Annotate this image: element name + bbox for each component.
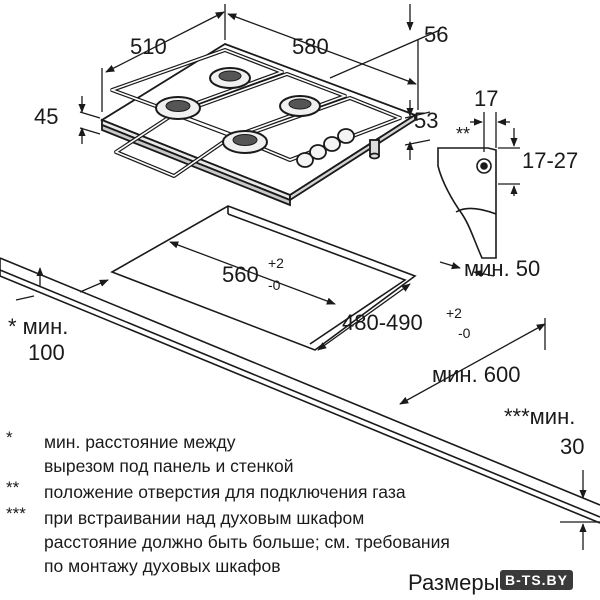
dim-width: 510 bbox=[130, 34, 167, 59]
dim-cutout-depth-tol-plus: +2 bbox=[446, 305, 462, 321]
dim-cutout-width: 560 bbox=[222, 262, 259, 287]
hob bbox=[100, 43, 418, 207]
dim-cutout-depth-tol-minus: -0 bbox=[458, 325, 471, 341]
watermark: B-TS.BY bbox=[500, 570, 573, 590]
dim-min-top-value: 30 bbox=[560, 434, 584, 459]
burner-front-left bbox=[155, 96, 201, 120]
control-knobs bbox=[296, 128, 355, 168]
dim-cutout-width-tol-minus: -0 bbox=[268, 277, 281, 293]
dim-min-side-value: 100 bbox=[28, 340, 65, 365]
side-profile-detail bbox=[437, 147, 497, 259]
dim-gas-range: 17-27 bbox=[522, 148, 578, 173]
dim-right-side: 53 bbox=[414, 108, 438, 133]
dim-min-top-label: ***мин. bbox=[504, 404, 575, 429]
knob-1-icon bbox=[296, 152, 314, 168]
dim-depth: 580 bbox=[292, 34, 329, 59]
dim-height: 45 bbox=[34, 104, 58, 129]
note-1-line-2: вырезом под панель и стенкой bbox=[44, 456, 294, 476]
knob-4-icon bbox=[337, 128, 355, 144]
dim-cutout-width-tol-plus: +2 bbox=[268, 255, 284, 271]
note-3-line-2: расстояние должно быть больше; см. требо… bbox=[44, 532, 450, 552]
note-3-line-3: по монтажу духовых шкафов bbox=[44, 556, 281, 576]
burner-back-right bbox=[279, 95, 321, 117]
note-1-line-1: мин. расстояние между bbox=[44, 432, 236, 452]
dim-gas-offset: 17 bbox=[474, 86, 498, 111]
dim-min-side-label: * мин. bbox=[8, 314, 68, 339]
note-3-line-1: при встраивании над духовым шкафом bbox=[44, 508, 365, 528]
dim-cutout-depth: 480-490 bbox=[342, 310, 423, 335]
dimension-labels: 510 580 56 45 53 17 ** 17-27 560 +2 -0 4… bbox=[8, 22, 584, 459]
dim-min-front: мин. 600 bbox=[432, 362, 521, 387]
knob-2-icon bbox=[309, 144, 327, 160]
dim-min-back: мин. 50 bbox=[464, 256, 540, 281]
worktop bbox=[0, 257, 600, 524]
gas-connector bbox=[369, 139, 380, 160]
dim-gas-marker: ** bbox=[456, 124, 470, 144]
note-3-mark: *** bbox=[6, 504, 26, 523]
note-1-mark: * bbox=[6, 428, 13, 447]
burner-back-left bbox=[209, 67, 251, 89]
knob-3-icon bbox=[323, 136, 341, 152]
note-2-line-1: положение отверстия для подключения газа bbox=[44, 482, 406, 502]
burner-front-right bbox=[222, 130, 268, 154]
note-2-mark: ** bbox=[6, 478, 20, 497]
dim-right-top: 56 bbox=[424, 22, 448, 47]
